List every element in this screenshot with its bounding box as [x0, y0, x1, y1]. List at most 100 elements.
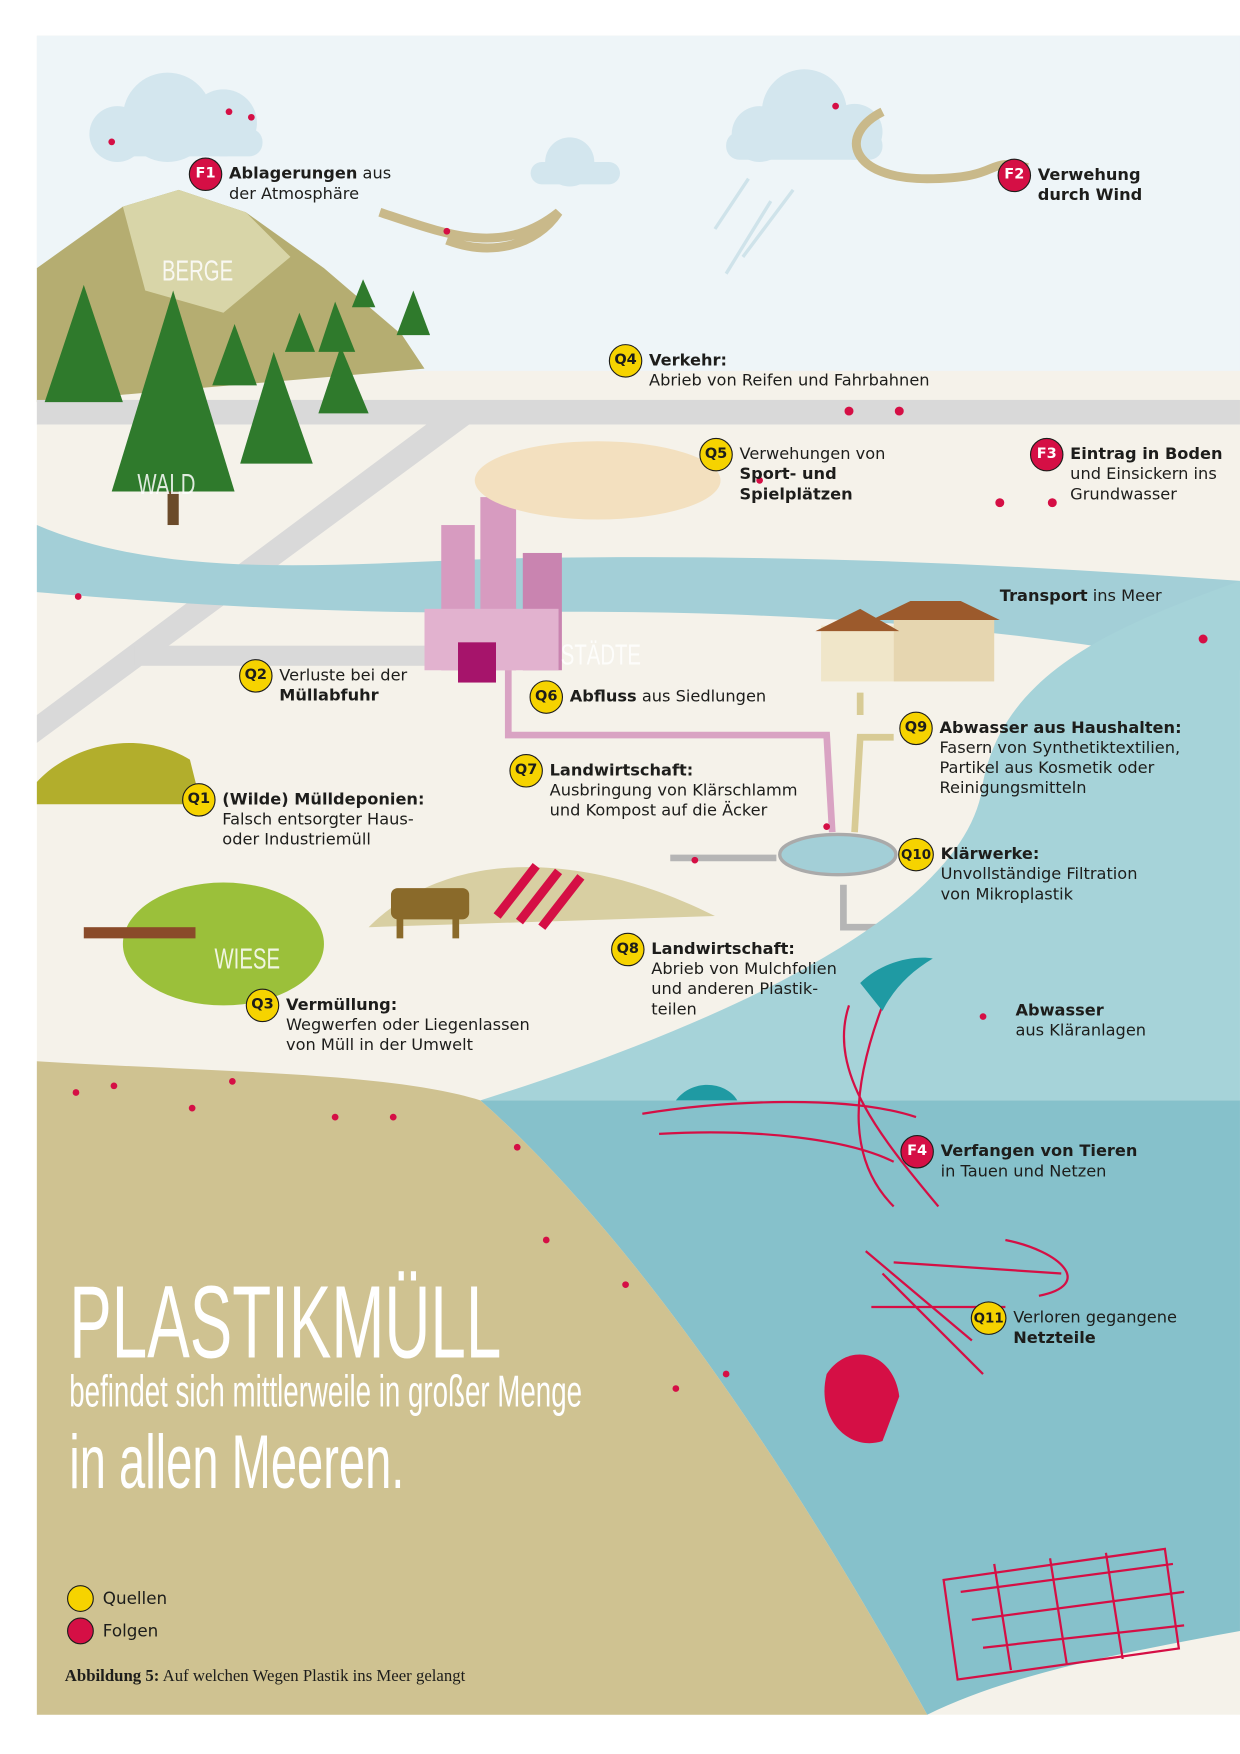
label-text: Partikel aus Kosmetik oder — [939, 759, 1155, 778]
legend-sources: Quellen — [67, 1585, 167, 1612]
label-text: Reinigungsmitteln — [939, 779, 1087, 798]
label-title: Sport- und — [739, 465, 837, 484]
sea-surface — [480, 580, 1240, 1101]
consequence-badge: F1 — [188, 157, 223, 192]
label-text: Abrieb von Mulchfolien — [651, 960, 837, 979]
bird-icon — [675, 957, 933, 1101]
headline-emphasis: in allen Meeren. — [69, 1419, 405, 1505]
source-badge: Q4 — [608, 344, 643, 378]
label-text: der Atmosphäre — [229, 185, 360, 204]
label-title: Abfluss — [569, 688, 637, 707]
legend-label: Folgen — [102, 1620, 159, 1642]
meadow — [122, 882, 324, 1006]
label-text: und anderen Plastik- — [651, 980, 819, 999]
legend-consequences: Folgen — [67, 1617, 159, 1645]
washing-machine-icon — [458, 642, 496, 683]
consequence-badge: F3 — [1029, 437, 1064, 472]
label-text: aus Siedlungen — [636, 688, 767, 707]
label-text: Ausbringung von Klärschlamm — [549, 781, 798, 800]
label-Q4: Q4 Verkehr:Abrieb von Reifen und Fahrbahn… — [608, 344, 930, 391]
label-title: durch Wind — [1037, 186, 1143, 205]
label-text: ins Meer — [1087, 587, 1162, 606]
fishing-net — [642, 1004, 1185, 1681]
cow-icon — [390, 888, 470, 939]
label-text: von Mikroplastik — [940, 885, 1073, 904]
source-badge: Q10 — [898, 837, 934, 872]
red-dot-icon — [67, 1617, 94, 1645]
source-badge: Q6 — [529, 680, 564, 714]
forest — [44, 279, 431, 526]
treatment-plant — [778, 832, 898, 877]
label-title: Ablagerungen — [229, 165, 358, 184]
label-text: teilen — [651, 1000, 697, 1019]
consequence-badge: F2 — [997, 158, 1032, 193]
legend-label: Quellen — [102, 1588, 168, 1609]
place-label-meadow: WIESE — [214, 941, 281, 976]
label-text: oder Industriemüll — [222, 831, 371, 849]
source-badge: Q7 — [509, 754, 543, 788]
label-Q6: Q6 Abfluss aus Siedlungen — [529, 680, 767, 714]
house-icon — [815, 600, 1000, 682]
label-Q1: Q1(Wilde) Mülldeponien:Falsch entsorgter… — [182, 783, 424, 850]
label-title: Spielplätzen — [739, 485, 853, 504]
label-text: Verluste bei der — [279, 666, 408, 685]
headline: PLASTIKMÜLL — [69, 1265, 502, 1380]
plastic-particles — [72, 102, 1208, 1392]
source-badge: Q1 — [182, 783, 216, 817]
label-text: aus — [357, 165, 392, 184]
place-label-cities: STÄDTE — [560, 637, 641, 672]
label-title: Netzteile — [1013, 1329, 1096, 1348]
caption-text: Auf welchen Wegen Plastik ins Meer gelan… — [159, 1667, 466, 1686]
label-text: Fasern von Synthetiktextilien, — [939, 739, 1181, 758]
label-text: Falsch entsorgter Haus- — [222, 811, 414, 829]
label-title: Landwirtschaft: — [549, 761, 694, 780]
label-title: Eintrag in Boden — [1070, 445, 1223, 464]
source-badge: Q8 — [611, 932, 645, 967]
label-title: Müllabfuhr — [279, 687, 379, 705]
label-outflow: Abwasser aus Kläranlagen — [1015, 1001, 1146, 1041]
source-badge: Q11 — [970, 1301, 1007, 1335]
label-transport: Transport ins Meer — [1000, 586, 1162, 606]
consequence-badge: F4 — [900, 1134, 934, 1169]
label-text: und Kompost auf die Äcker — [549, 802, 768, 820]
source-badge: Q5 — [699, 437, 733, 472]
label-title: Transport — [999, 587, 1088, 606]
landfill — [36, 743, 202, 805]
label-title: Verfangen von Tieren — [940, 1142, 1138, 1161]
label-title: Abwasser — [1015, 1002, 1104, 1020]
source-badge: Q3 — [245, 988, 280, 1023]
source-badge: Q9 — [899, 711, 933, 746]
label-Q7: Q7 Landwirtschaft:Ausbringung von Klärsch… — [509, 754, 798, 821]
river — [36, 525, 1240, 671]
caption-label: Abbildung 5: — [64, 1667, 160, 1686]
label-text: Verwehungen von — [739, 445, 886, 464]
label-text: in Tauen und Netzen — [940, 1162, 1107, 1181]
sand — [36, 1061, 928, 1715]
cloud-icon — [89, 72, 263, 162]
label-text: von Müll in der Umwelt — [285, 1036, 473, 1055]
label-title: Landwirtschaft: — [651, 940, 795, 959]
plastic-bag — [824, 1354, 900, 1444]
headline-subtitle: befindet sich mittlerweile in großer Men… — [69, 1367, 583, 1417]
label-title: Vermüllung: — [285, 996, 398, 1015]
label-text: aus Kläranlagen — [1015, 1022, 1147, 1041]
label-text: Unvollständige Filtration — [940, 865, 1138, 884]
bench-icon — [83, 927, 196, 939]
label-text: Abrieb von Reifen und Fahrbahnen — [649, 371, 930, 390]
label-title: Abwasser aus Haushalten: — [939, 719, 1182, 738]
label-title: Klärwerke: — [940, 845, 1040, 864]
figure-caption: Abbildung 5: Auf welchen Wegen Plastik i… — [65, 1668, 465, 1687]
yellow-dot-icon — [67, 1585, 94, 1612]
label-title: Verkehr: — [649, 351, 727, 370]
label-title: Verwehung — [1037, 166, 1141, 185]
